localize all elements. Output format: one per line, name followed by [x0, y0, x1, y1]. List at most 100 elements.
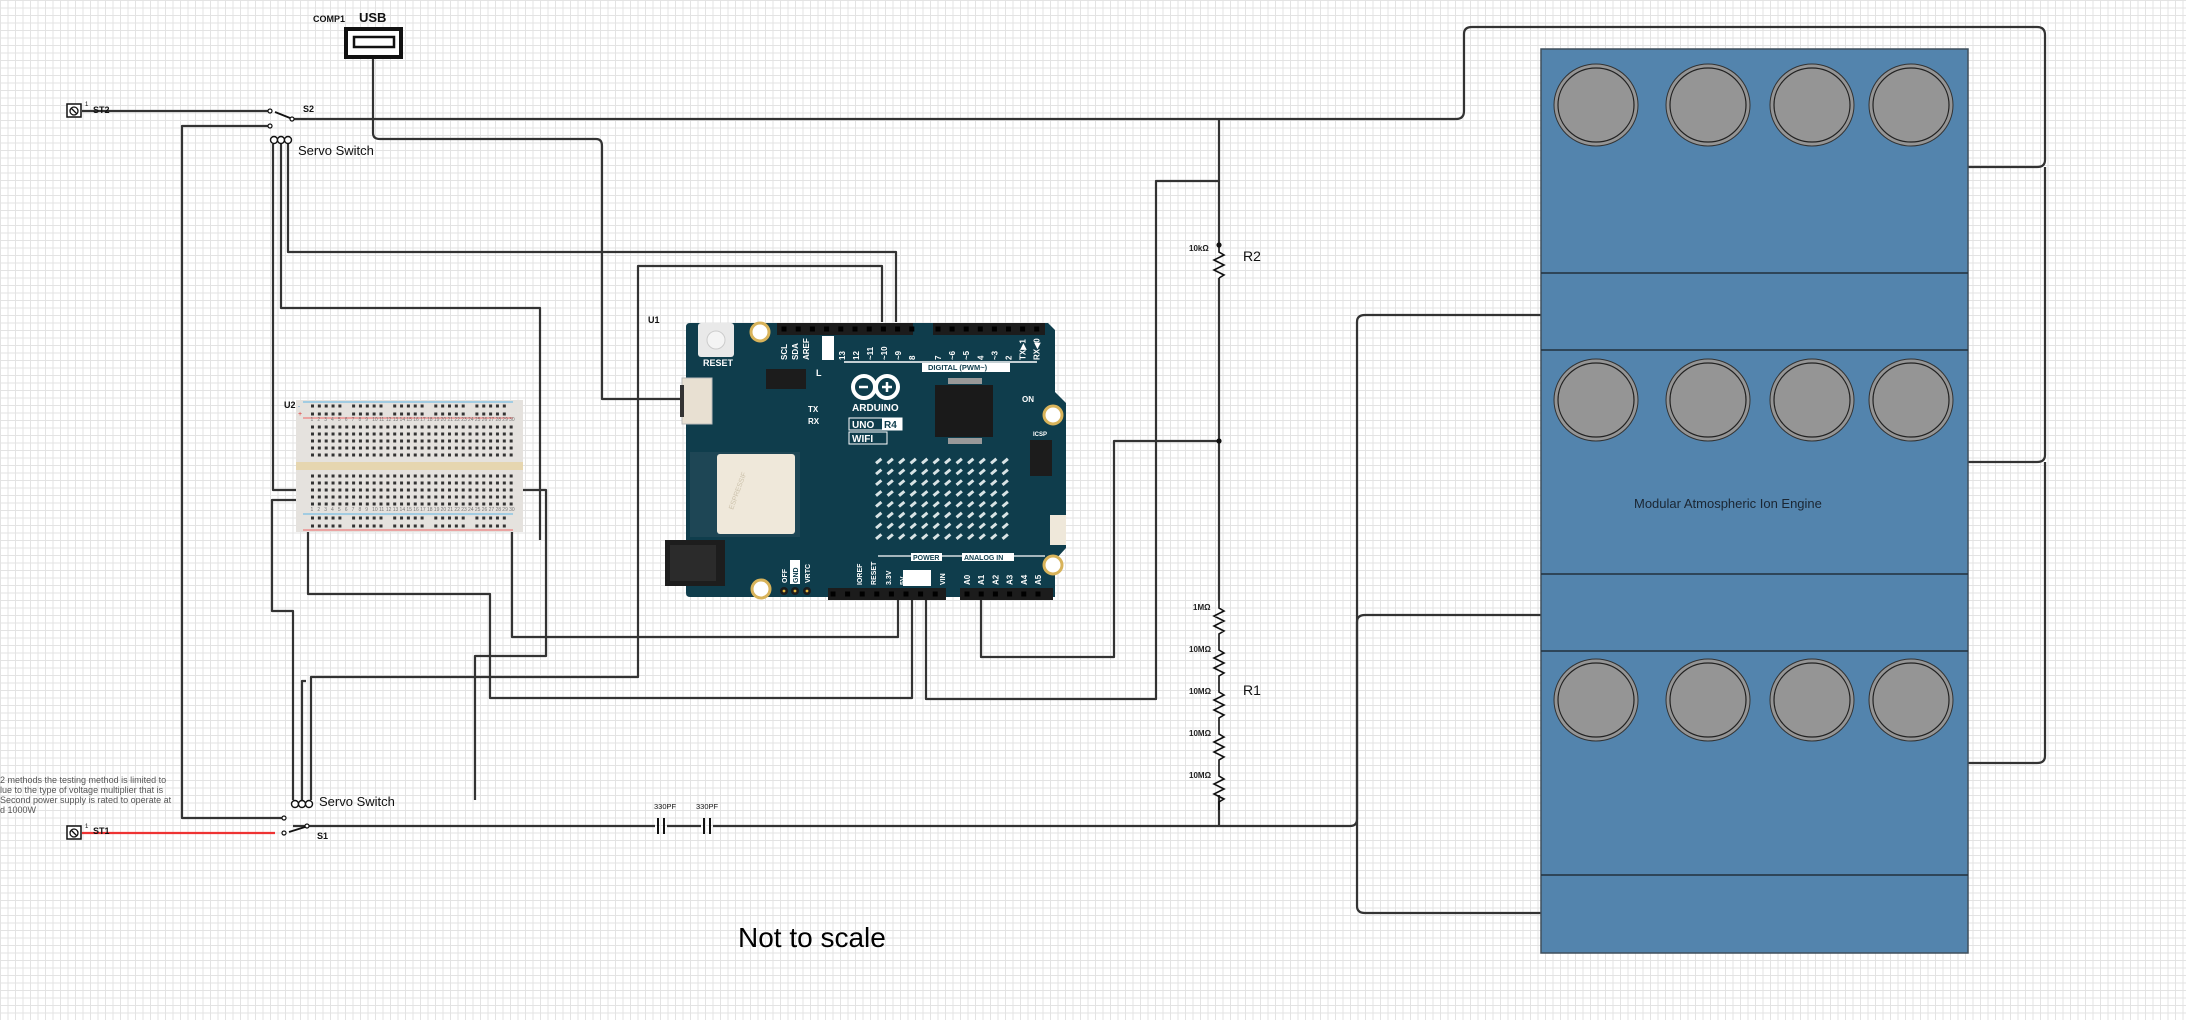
rail-hole[interactable] [338, 524, 342, 528]
breadboard-hole[interactable] [345, 439, 349, 443]
breadboard-hole[interactable] [509, 474, 513, 478]
breadboard-hole[interactable] [372, 474, 376, 478]
breadboard-hole[interactable] [489, 481, 493, 485]
rail-hole[interactable] [448, 516, 451, 520]
breadboard-hole[interactable] [448, 425, 451, 429]
breadboard-hole[interactable] [324, 439, 328, 443]
rail-hole[interactable] [461, 412, 465, 416]
rail-hole[interactable] [489, 404, 493, 408]
breadboard-hole[interactable] [372, 488, 376, 492]
rail-hole[interactable] [317, 404, 321, 408]
breadboard-hole[interactable] [495, 432, 499, 436]
breadboard-hole[interactable] [352, 474, 356, 478]
breadboard-hole[interactable] [475, 495, 479, 499]
wire-bb-left-lower[interactable] [270, 498, 308, 800]
breadboard-hole[interactable] [448, 474, 451, 478]
breadboard-hole[interactable] [345, 425, 349, 429]
terminal-st1[interactable]: 1 ST1 [66, 824, 110, 840]
breadboard-hole[interactable] [502, 481, 506, 485]
capacitor-c1[interactable]: 330PF [654, 802, 677, 834]
rail-hole[interactable] [317, 524, 321, 528]
rail-hole[interactable] [324, 404, 328, 408]
header-pin[interactable] [909, 326, 915, 332]
header-pin[interactable] [964, 591, 970, 597]
breadboard-hole[interactable] [358, 446, 362, 450]
breadboard-hole[interactable] [311, 495, 314, 499]
breadboard-hole[interactable] [441, 502, 445, 506]
breadboard-hole[interactable] [386, 488, 390, 492]
rail-hole[interactable] [379, 412, 383, 416]
breadboard-hole[interactable] [317, 502, 321, 506]
breadboard-hole[interactable] [338, 481, 342, 485]
header-pin[interactable] [935, 326, 941, 332]
breadboard-hole[interactable] [393, 453, 397, 457]
header-pin[interactable] [824, 326, 830, 332]
breadboard-hole[interactable] [441, 432, 445, 436]
breadboard-hole[interactable] [441, 474, 445, 478]
breadboard-hole[interactable] [331, 446, 335, 450]
rail-hole[interactable] [324, 516, 328, 520]
breadboard-hole[interactable] [509, 432, 513, 436]
header-pin[interactable] [1007, 591, 1013, 597]
breadboard-hole[interactable] [434, 446, 438, 450]
breadboard-hole[interactable] [317, 453, 321, 457]
breadboard-hole[interactable] [358, 439, 362, 443]
breadboard-hole[interactable] [345, 495, 349, 499]
breadboard-hole[interactable] [495, 502, 499, 506]
breadboard-hole[interactable] [475, 425, 479, 429]
breadboard-hole[interactable] [393, 439, 397, 443]
breadboard-hole[interactable] [482, 502, 486, 506]
breadboard-hole[interactable] [358, 453, 362, 457]
rail-hole[interactable] [461, 404, 465, 408]
breadboard-hole[interactable] [482, 481, 486, 485]
breadboard-hole[interactable] [338, 425, 342, 429]
rail-hole[interactable] [482, 524, 486, 528]
rail-hole[interactable] [400, 412, 404, 416]
wire-servo-top-3[interactable] [286, 144, 898, 322]
breadboard-hole[interactable] [317, 425, 321, 429]
rail-hole[interactable] [393, 516, 397, 520]
rail-hole[interactable] [400, 524, 404, 528]
breadboard-hole[interactable] [317, 446, 321, 450]
rail-hole[interactable] [317, 516, 321, 520]
breadboard-hole[interactable] [406, 495, 410, 499]
rail-hole[interactable] [434, 404, 438, 408]
breadboard-hole[interactable] [475, 481, 479, 485]
breadboard-hole[interactable] [365, 488, 369, 492]
breadboard-hole[interactable] [406, 481, 410, 485]
breadboard-hole[interactable] [345, 446, 349, 450]
breadboard-hole[interactable] [454, 432, 458, 436]
header-pin[interactable] [1006, 326, 1011, 332]
rail-hole[interactable] [406, 412, 410, 416]
breadboard-hole[interactable] [468, 502, 472, 506]
breadboard-hole[interactable] [338, 488, 342, 492]
wire-bus-engine-bottom[interactable] [1355, 826, 1541, 915]
breadboard-hole[interactable] [338, 439, 342, 443]
breadboard-hole[interactable] [311, 439, 314, 443]
rail-hole[interactable] [372, 404, 376, 408]
breadboard-hole[interactable] [502, 439, 506, 443]
breadboard-hole[interactable] [420, 502, 424, 506]
breadboard-hole[interactable] [413, 502, 417, 506]
rail-hole[interactable] [311, 412, 314, 416]
breadboard-hole[interactable] [468, 446, 472, 450]
breadboard-hole[interactable] [495, 474, 499, 478]
rail-hole[interactable] [400, 516, 404, 520]
breadboard-hole[interactable] [427, 495, 431, 499]
breadboard-hole[interactable] [509, 495, 513, 499]
rail-hole[interactable] [338, 404, 342, 408]
breadboard-hole[interactable] [352, 439, 356, 443]
breadboard-hole[interactable] [448, 495, 451, 499]
breadboard-hole[interactable] [413, 425, 417, 429]
breadboard-hole[interactable] [427, 488, 431, 492]
rail-hole[interactable] [475, 524, 479, 528]
wire-engine-right-bottom[interactable] [1968, 462, 2047, 765]
rail-hole[interactable] [365, 412, 369, 416]
breadboard-hole[interactable] [311, 425, 314, 429]
breadboard-hole[interactable] [372, 453, 376, 457]
breadboard-hole[interactable] [324, 481, 328, 485]
breadboard-hole[interactable] [461, 446, 465, 450]
breadboard-hole[interactable] [352, 495, 356, 499]
rail-hole[interactable] [454, 516, 458, 520]
rail-hole[interactable] [358, 516, 362, 520]
